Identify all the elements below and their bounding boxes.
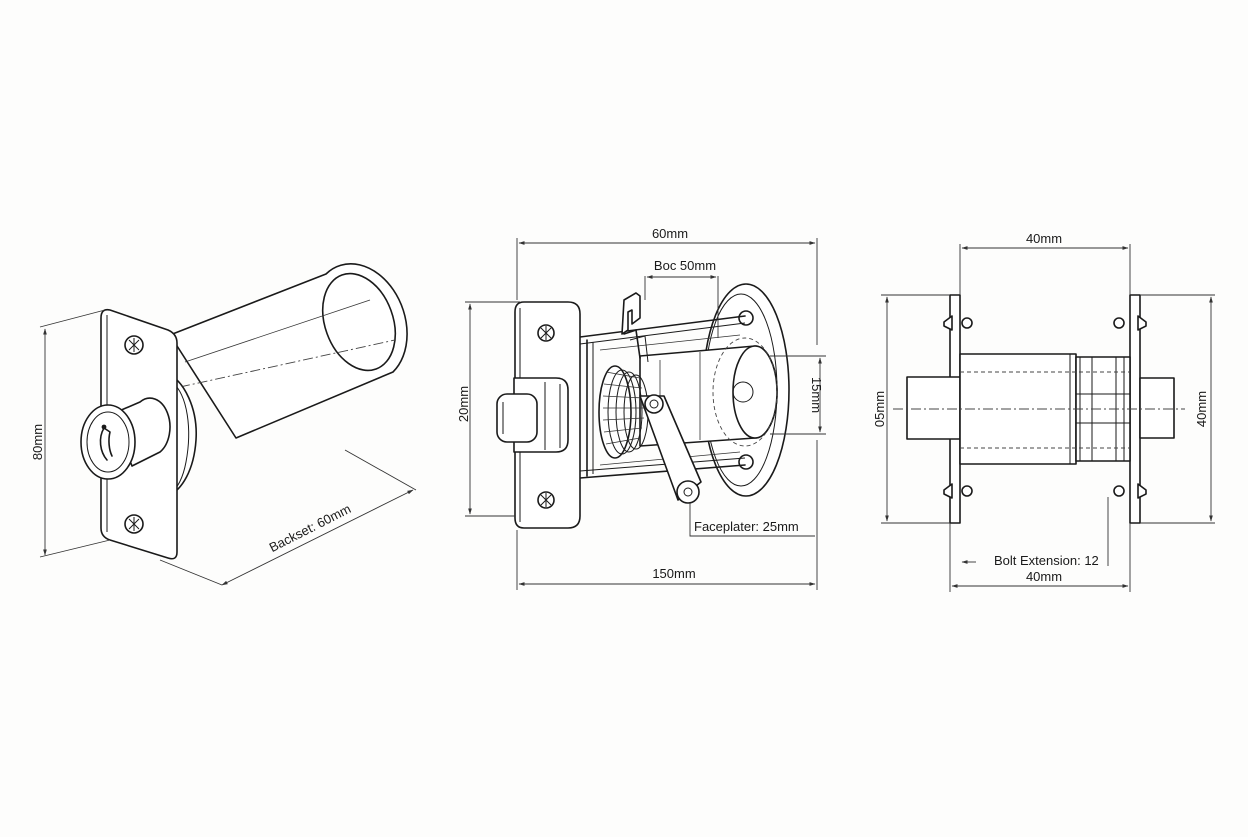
dim-backset: Backset: 60mm <box>159 449 417 586</box>
right-right-height-label: 40mm <box>1194 391 1209 427</box>
bolt <box>496 377 569 453</box>
cylinder-body <box>169 263 408 439</box>
dim-right-right-height: 40mm <box>1140 294 1215 524</box>
middle-bottom-width-label: 150mm <box>652 566 695 581</box>
faceplate-leader: Faceplater: 25mm <box>689 503 815 537</box>
right-bottom-width-label: 40mm <box>1026 569 1062 584</box>
housing-frame <box>579 315 746 479</box>
screw-bottom-icon <box>124 514 144 534</box>
boc-label: Boc 50mm <box>654 258 716 273</box>
dim-right-top: 40mm <box>959 231 1131 295</box>
middle-view: 60mm Boc 50mm 20mm 15mm Faceplater: 25mm <box>456 226 826 590</box>
screw-bottom-icon <box>537 491 555 509</box>
dim-boc: Boc 50mm <box>644 258 719 338</box>
middle-top-width-label: 60mm <box>652 226 688 241</box>
dim-right-left-height: 05mm <box>872 294 950 524</box>
screw-bottom-cross <box>128 517 140 531</box>
backset-label: Backset: 60mm <box>267 501 354 555</box>
dim-middle-bottom: 150mm <box>516 440 818 590</box>
screw-top-icon <box>537 324 555 342</box>
lock-body <box>893 353 1185 465</box>
dim-middle-top: 60mm <box>516 226 818 345</box>
bolt-extension-label: Bolt Extension: 12 <box>994 553 1099 568</box>
latch-bracket <box>621 292 649 363</box>
right-view: 40mm 05mm 40mm Bolt Extension: 12 40mm <box>872 231 1215 592</box>
dim-right-bottom: 40mm <box>949 523 1131 592</box>
keyway-icon <box>99 427 113 461</box>
right-left-height-label: 05mm <box>872 391 887 427</box>
middle-height-label: 20mm <box>456 386 471 422</box>
faceplate-label: Faceplater: 25mm <box>694 519 799 534</box>
right-top-width-label: 40mm <box>1026 231 1062 246</box>
middle-right-height-label: 15mm <box>809 377 824 413</box>
dim-middle-right-height: 15mm <box>770 355 826 435</box>
left-height-label: 80mm <box>30 424 45 460</box>
dim-bolt-extension: Bolt Extension: 12 <box>961 497 1109 568</box>
dim-middle-height: 20mm <box>456 301 520 517</box>
key-cylinder <box>80 397 171 480</box>
gear-stack <box>598 365 649 459</box>
screw-top-cross <box>128 338 140 352</box>
lever-arm <box>639 394 702 504</box>
screw-top-icon <box>124 335 144 355</box>
left-view: 80mm Backset: 60mm <box>30 263 417 586</box>
dim-left-height: 80mm <box>30 309 111 558</box>
